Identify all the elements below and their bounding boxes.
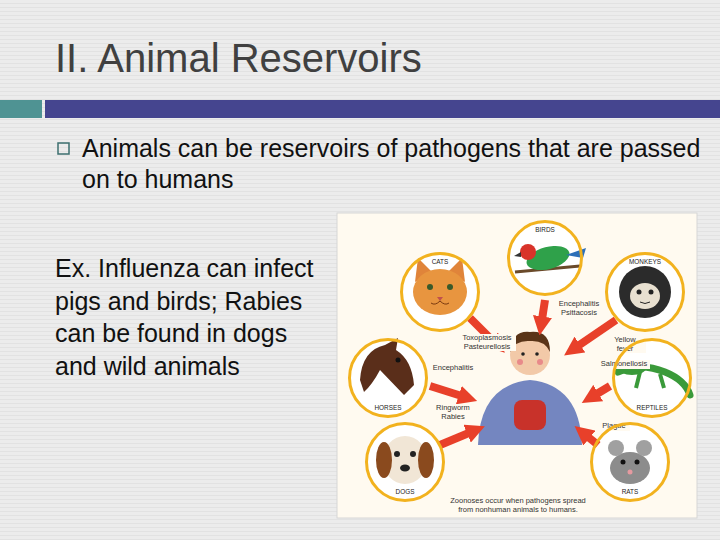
slide-title: II. Animal Reservoirs	[55, 36, 422, 81]
example-text: Ex. Influenza can infect pigs and birds;…	[55, 252, 331, 382]
animal-circle: MONKEYS	[605, 252, 685, 332]
header-bar	[45, 100, 720, 118]
dog-drawing	[376, 436, 434, 484]
disease-label: Encephalitis	[430, 364, 476, 373]
rat-drawing	[608, 440, 652, 484]
animal-circle: REPTILES	[612, 338, 692, 418]
animal-circle: BIRDS	[507, 220, 583, 296]
animal-name: MONKEYS	[608, 259, 682, 265]
bullet-square	[58, 143, 69, 154]
disease-label: Toxoplasmosis Pasteurellosis	[458, 334, 516, 351]
disease-label: Yellow fever	[604, 336, 646, 353]
disease-label: Encephalitis Psittacosis	[553, 300, 605, 317]
horse-drawing	[360, 338, 414, 395]
cat-drawing	[413, 258, 467, 315]
disease-label: Salmonellosis	[598, 360, 650, 369]
bird-drawing	[514, 242, 586, 275]
animal-circle: CATS	[400, 252, 480, 332]
animal-circle: DOGS	[365, 422, 445, 502]
animal-name: BIRDS	[510, 227, 580, 233]
animal-name: DOGS	[368, 489, 442, 495]
illustration-frame	[337, 213, 697, 518]
illustration-caption: Zoonoses occur when pathogens spread fro…	[450, 497, 586, 514]
animal-circle: RATS	[590, 422, 670, 502]
animal-name: RATS	[593, 489, 667, 495]
animal-name: CATS	[403, 259, 477, 265]
animal-name: REPTILES	[615, 405, 689, 411]
transmission-arrows	[430, 300, 616, 445]
animal-circle: HORSES	[348, 338, 428, 418]
circle-grounds	[348, 220, 692, 502]
disease-label: Ringworm Rabies	[431, 404, 475, 421]
animal-name: HORSES	[351, 405, 425, 411]
monkey-drawing	[619, 266, 671, 318]
bullet-text: Animals can be reservoirs of pathogens t…	[82, 133, 702, 196]
accent-square	[0, 100, 42, 118]
